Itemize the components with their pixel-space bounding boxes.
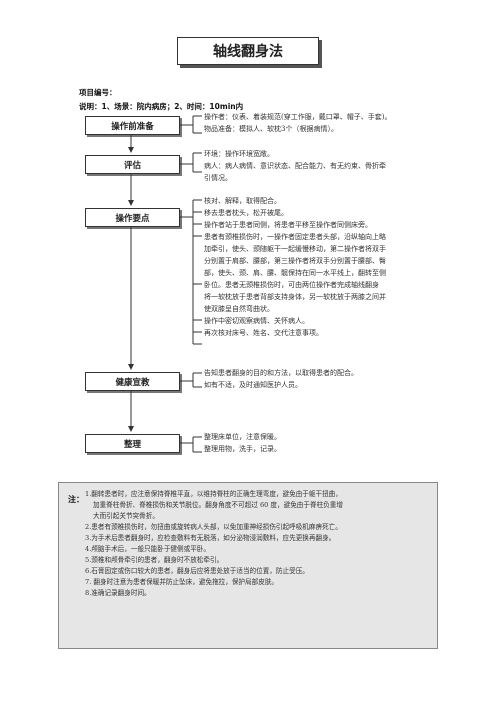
assessment-line: 病人：病人病情、意识状态、配合能力、有无约束、骨折牵	[204, 162, 386, 170]
tidy-up-text: 整理床单位，注意保暖。 整理用物，洗手，记录。	[204, 431, 409, 455]
note-item: 4.颅脑手术后，一般只能卧于健侧或平卧。	[85, 545, 210, 553]
preparation-line: 操作者：仪表、着装规范(穿工作服，戴口罩、帽子、手套)。	[204, 113, 392, 121]
health-education-text: 告知患者翻身的目的和方法，以取得患者的配合。 如有不适，及时通知医护人员。	[204, 367, 409, 391]
preparation-text: 操作者：仪表、着装规范(穿工作服，戴口罩、帽子、手套)。 物品准备：模拟人、软枕…	[204, 111, 409, 135]
stage-box-preparation: 操作前准备	[85, 116, 180, 135]
note-item: 5.颈椎和颅骨牵引的患者，翻身时不放松牵引。	[85, 556, 224, 564]
key-operations-line: 核对、解释，取得配合。	[204, 197, 281, 205]
notes-list: 1.翻转患者时，应注意保持脊椎平直，以维持脊柱的正确生理弯度，避免由于躯干扭曲，…	[85, 489, 425, 599]
key-operations-line: 将一软枕放于患者背部支持身体，另一软枕放于两膝之间并	[204, 293, 386, 301]
key-operations-line: 移去患者枕头，松开被尾。	[204, 209, 288, 217]
key-operations-line: 使双膝呈自然弯曲状。	[204, 305, 274, 313]
notes-label: 注：	[68, 495, 84, 504]
project-number-label: 项目编号：	[79, 88, 117, 97]
assessment-text: 环境：操作环境宽敞。 病人：病人病情、意识状态、配合能力、有无约束、骨折牵 引情…	[204, 148, 409, 184]
assessment-line: 引情况。	[204, 174, 232, 182]
key-operations-line: 操作中密切观察病情、关怀病人。	[204, 317, 309, 325]
key-operations-line: 部，使头、颈、肩、腰、髋保持在同一水平线上，翻转至侧	[204, 269, 386, 277]
stage-box-health-education: 健康宣教	[85, 372, 180, 391]
tidy-up-line: 整理用物，洗手，记录。	[204, 445, 281, 453]
note-item: 8.准确记录翻身时间。	[85, 589, 151, 597]
tidy-up-line: 整理床单位，注意保暖。	[204, 433, 281, 441]
note-item: 大而引起关节突骨折。	[93, 512, 159, 520]
description-label: 说明：	[79, 102, 102, 111]
key-operations-line: 加牵引，使头、颈随躯干一起缓慢移动，第二操作者将双手	[204, 245, 386, 253]
note-item: 加重脊柱骨折、脊椎损伤和关节脱位。翻身角度不可超过 60 度，避免由于脊柱负重增	[93, 501, 343, 509]
key-operations-line: 再次核对床号、姓名、交代注意事项。	[204, 329, 323, 337]
key-operations-line: 分别置于肩部、腰部，第三操作者将双手分别置于腰部、臀	[204, 257, 386, 265]
assessment-line: 环境：操作环境宽敞。	[204, 150, 274, 158]
health-education-line: 如有不适，及时通知医护人员。	[204, 381, 302, 389]
page-title: 轴线翻身法	[177, 37, 319, 65]
description-line: 说明：1、场景：院内病房；2、时间：10min内	[79, 101, 243, 112]
note-item: 2.患者有颈椎损伤时，勿扭曲或旋转病人头部，以免加重神经损伤引起呼吸机麻痹死亡。	[85, 523, 342, 531]
note-item: 1.翻转患者时，应注意保持脊椎平直，以维持脊柱的正确生理弯度，避免由于躯干扭曲，	[85, 490, 342, 498]
description-items: 1、场景：院内病房；2、时间：10min内	[101, 102, 244, 111]
key-operations-line: 操作者站于患者同侧，将患者平移至操作者同侧床旁。	[204, 221, 372, 229]
stage-box-key-operations: 操作要点	[85, 208, 180, 227]
preparation-line: 物品准备：模拟人、软枕3个（根据病情）。	[204, 125, 338, 133]
note-item: 7. 翻身时注意为患者保暖并防止坠床，避免拖拉，保护局部皮肤。	[85, 578, 279, 586]
stage-box-tidy-up: 整理	[85, 434, 180, 453]
key-operations-line: 卧位。患者无颈椎损伤时，可由两位操作者完成轴线翻身	[204, 281, 379, 289]
note-item: 3.为手术后患者翻身时，应检查敷料有无脱落，如分泌物浸润敷料，应先更换再翻身。	[85, 534, 336, 542]
key-operations-line: 患者有颈椎损伤时，一操作者固定患者头部，沿纵轴向上略	[204, 233, 386, 241]
notes-box	[58, 482, 438, 649]
key-operations-text: 核对、解释，取得配合。 移去患者枕头，松开被尾。 操作者站于患者同侧，将患者平移…	[204, 195, 409, 339]
health-education-line: 告知患者翻身的目的和方法，以取得患者的配合。	[204, 369, 358, 377]
note-item: 6.石膏固定或伤口较大的患者，翻身后应将患处放于适当的位置，防止受压。	[85, 567, 309, 575]
